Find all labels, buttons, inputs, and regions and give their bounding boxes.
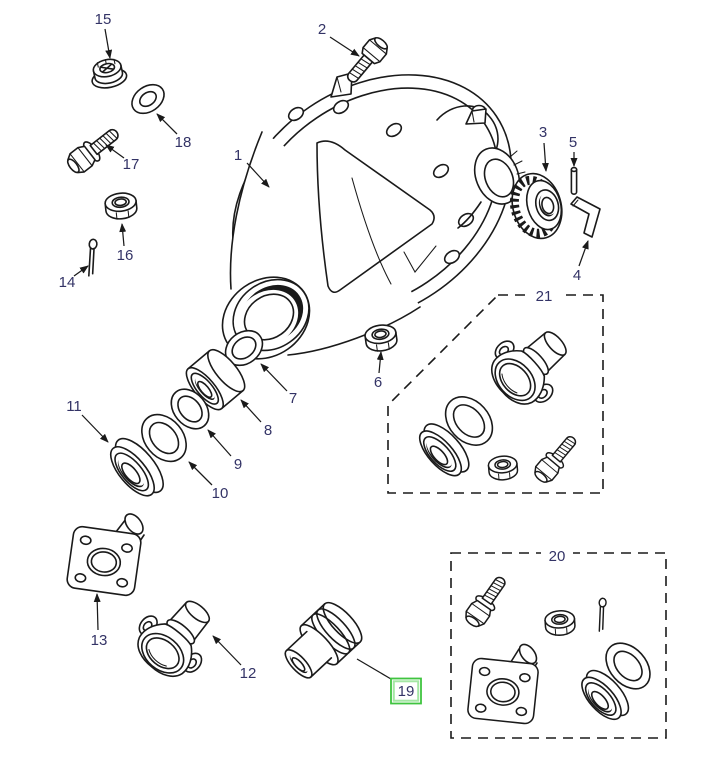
part-label-14[interactable]: 14 <box>59 274 76 291</box>
part-20-kit-washer <box>605 642 651 690</box>
part-label-5[interactable]: 5 <box>569 134 577 151</box>
part-labels: 1 2 3 4 5 6 7 8 9 10 11 12 13 14 15 16 1… <box>59 11 581 705</box>
part-label-1[interactable]: 1 <box>234 147 242 164</box>
part-label-13[interactable]: 13 <box>91 632 108 649</box>
highlight-box-inner <box>392 680 420 702</box>
part-label-21[interactable]: 21 <box>536 288 553 305</box>
part-label-17[interactable]: 17 <box>123 156 140 173</box>
part-21-kit-nut <box>487 454 519 482</box>
part-18-washer <box>131 83 165 115</box>
part-13-drive-flange <box>65 513 145 598</box>
part-5-pin <box>570 166 578 195</box>
part-21-kit-seal <box>418 423 470 477</box>
highlighted-part-label-19[interactable]: 19 <box>390 677 422 705</box>
part-19-coupling-sleeve <box>284 601 363 679</box>
part-9-spacer-ring <box>170 388 210 430</box>
part-20-kit-seal <box>581 669 630 721</box>
part-10-spacer-ring <box>141 413 187 463</box>
part-label-18[interactable]: 18 <box>175 134 192 151</box>
part-label-9[interactable]: 9 <box>234 456 242 473</box>
part-1-differential-housing <box>209 72 527 369</box>
part-label-8[interactable]: 8 <box>264 422 272 439</box>
part-20-kit-flange <box>466 643 540 726</box>
label-20-backdrop <box>541 548 573 564</box>
part-16-nyloc-nut <box>103 190 139 222</box>
part-label-19[interactable]: 19 <box>398 683 415 700</box>
part-label-10[interactable]: 10 <box>212 485 229 502</box>
part-21-kit-yoke <box>476 311 586 420</box>
part-label-15[interactable]: 15 <box>95 11 112 28</box>
part-11-oil-seal <box>109 437 164 497</box>
part-20-kit-split-pin <box>595 597 608 633</box>
part-label-4[interactable]: 4 <box>573 267 581 284</box>
part-8-bearing <box>185 348 246 411</box>
kit-box-21 <box>387 294 604 494</box>
part-20-kit-bolt <box>460 571 513 632</box>
part-label-7[interactable]: 7 <box>289 390 297 407</box>
part-label-11[interactable]: 11 <box>66 398 82 415</box>
part-label-20[interactable]: 20 <box>549 548 566 565</box>
part-7-ring <box>224 329 264 367</box>
part-15-castle-nut <box>87 55 130 92</box>
highlight-box-outer <box>390 677 422 705</box>
label-21-backdrop <box>528 288 560 304</box>
part-14-split-pin <box>85 238 99 278</box>
part-4-lock-tab <box>570 196 601 238</box>
part-label-6[interactable]: 6 <box>374 374 382 391</box>
part-20-kit-nut <box>543 609 577 637</box>
part-label-12[interactable]: 12 <box>240 665 257 682</box>
part-label-16[interactable]: 16 <box>117 247 134 264</box>
part-21-kit-bolt <box>530 430 583 487</box>
part-17-flange-bolt <box>62 122 125 178</box>
leader-lines <box>73 28 589 680</box>
part-label-3[interactable]: 3 <box>539 124 547 141</box>
part-21-kit-washer <box>444 396 494 446</box>
part-label-2[interactable]: 2 <box>318 21 326 38</box>
part-3-toothed-nut <box>509 172 563 240</box>
